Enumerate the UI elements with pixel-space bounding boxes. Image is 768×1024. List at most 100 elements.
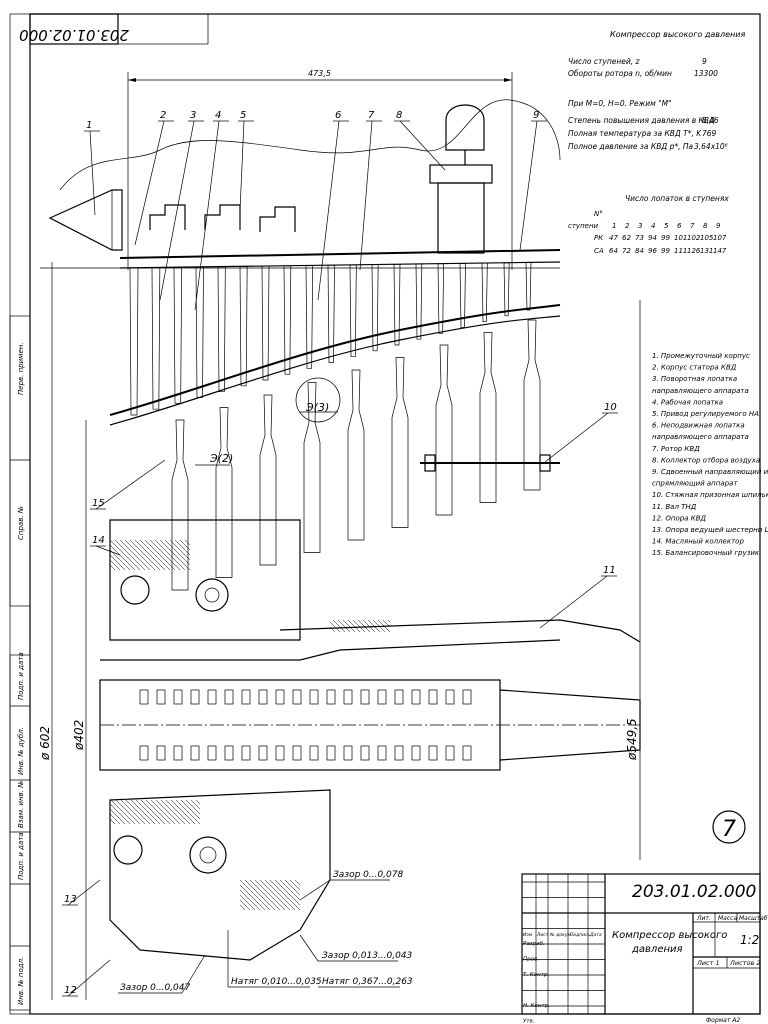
callout-leader-7 <box>359 120 373 271</box>
blade-count-РК-3: 73 <box>635 234 644 242</box>
casing-break-line <box>59 99 561 191</box>
side-label-5: Подп. и дата <box>17 832 25 880</box>
spec-value-3: 6,46 <box>702 116 719 125</box>
title-role: Н. Контр. <box>523 1003 550 1009</box>
hatched-section <box>109 799 201 825</box>
callout-leader-10 <box>544 412 609 463</box>
fit-notes: Зазор 0...0,078 Зазор 0,013...0,043 Зазо… <box>118 870 413 994</box>
legend-item: 7. Ротор КВД <box>652 445 700 453</box>
stator-vane <box>327 264 335 363</box>
rotor-disk <box>435 344 453 516</box>
legend-item: 10. Стяжная призонная шпилька <box>652 491 768 499</box>
callout-15: 15 <box>92 498 105 509</box>
blade-table-heading: Число лопаток в ступенях <box>625 194 729 203</box>
title-sheets: Листов 2 <box>729 959 760 967</box>
title-scale-label: Масштаб <box>739 915 768 922</box>
blade-count-СА-5: 99 <box>661 247 670 255</box>
hatched-section <box>239 879 301 911</box>
blade-stage-5: 5 <box>664 222 669 230</box>
spline-tooth <box>377 689 387 705</box>
blade-table-num-label: N° <box>594 210 603 218</box>
rotor-disk <box>479 332 497 503</box>
title-sheet: Лист 1 <box>696 959 720 967</box>
spline-tooth <box>445 689 455 705</box>
callout-2: 2 <box>160 110 166 121</box>
callout-12: 12 <box>64 985 77 996</box>
side-strip: Перв. примен. Справ. № Подп. и дата Инв.… <box>9 315 31 1011</box>
legend-item: 8. Коллектор отбора воздуха <box>652 456 760 464</box>
spline-tooth <box>241 745 251 761</box>
gap-note-1: Зазор 0...0,078 <box>333 870 403 880</box>
dia-602: ø 602 <box>38 726 52 761</box>
spline-tooth <box>428 689 438 705</box>
side-label-4: Взам. инв. № <box>17 780 25 828</box>
stator-vane <box>151 267 161 410</box>
spline-tooth <box>428 745 438 761</box>
spline-tooth <box>241 689 251 705</box>
blade-count-РК-5: 99 <box>661 234 670 242</box>
blade-table-row-label-1: СА <box>594 247 604 255</box>
blade-table-row-label-0: РК <box>594 234 604 242</box>
side-label-6: Инв. № подл. <box>17 957 25 1005</box>
rotor-blade <box>305 265 314 369</box>
spline-tooth <box>309 689 319 705</box>
callout-7: 7 <box>368 110 375 121</box>
spec-label-2: При M=0, H=0. Режим "M" <box>568 99 672 108</box>
legend-item: спрямляющий аппарат <box>652 480 738 488</box>
blade-table: Число лопаток в ступенях N° ступени РК С… <box>568 194 729 255</box>
blade-stage-9: 9 <box>716 222 721 230</box>
stator-vane <box>415 263 423 340</box>
rotor-blade <box>393 264 401 346</box>
spline-tooth <box>207 745 217 761</box>
callout-8: 8 <box>396 110 402 121</box>
intake-nose <box>48 189 123 251</box>
sheet-number-circle <box>712 810 746 844</box>
legend-item: 3. Поворотная лопатка <box>652 375 737 383</box>
legend-item: 2. Корпус статора КВД <box>652 364 737 372</box>
legend-item: 12. Опора КВД <box>652 514 706 522</box>
hatched-section <box>329 619 391 633</box>
spline-tooth <box>343 689 353 705</box>
blade-count-СА-1: 64 <box>609 247 618 255</box>
rotor-disk <box>347 369 365 541</box>
rotor-blade <box>217 266 226 393</box>
spline-tooth <box>394 689 404 705</box>
title-row-label: Подпись <box>570 932 591 938</box>
blade-count-СА-4: 96 <box>648 247 657 255</box>
stator-vane <box>239 266 248 387</box>
callout-leader-12 <box>67 959 111 997</box>
stator-vane <box>195 266 204 398</box>
hatched-section <box>109 539 191 571</box>
rotor-blade <box>525 262 532 311</box>
callout-leader-3 <box>159 120 195 301</box>
spec-value-1: 13300 <box>694 69 718 78</box>
title-role: Разраб. <box>523 941 545 947</box>
spec-label-4: Полная температура за КВД T*, K <box>568 129 702 138</box>
callout-leader-11 <box>539 575 608 629</box>
callout-leader-4 <box>194 120 220 311</box>
bleed-collector-body <box>437 182 485 254</box>
legend-item: 6. Неподвижная лопатка <box>652 422 745 430</box>
spec-heading: Компрессор высокого давления <box>610 30 745 39</box>
gear-bearing-lower <box>113 835 143 865</box>
title-row-label: № докум. <box>549 932 572 938</box>
rotor-disk <box>523 319 541 491</box>
spline-tooth <box>292 745 302 761</box>
view-e3-circle <box>295 377 341 423</box>
stator-vane <box>283 265 292 375</box>
blade-count-СА-6: 111 <box>674 247 687 255</box>
callout-11: 11 <box>603 565 616 576</box>
callout-leader-8 <box>399 120 446 171</box>
blade-stage-2: 2 <box>625 222 630 230</box>
title-format: Формат А2 <box>706 1017 740 1024</box>
rotor-drum-contour <box>109 304 561 416</box>
dia-549: ø549,5 <box>625 718 639 761</box>
callout-leader-6 <box>317 120 340 301</box>
support-housing-upper <box>109 519 301 641</box>
compressor-section-drawing: 473,5 <box>38 69 641 1000</box>
support-housing-lower <box>109 789 331 961</box>
spec-label-3: Степень повышения давления в КВД <box>568 116 715 125</box>
spline-tooth <box>326 689 336 705</box>
title-lit: Лит. <box>696 915 711 922</box>
